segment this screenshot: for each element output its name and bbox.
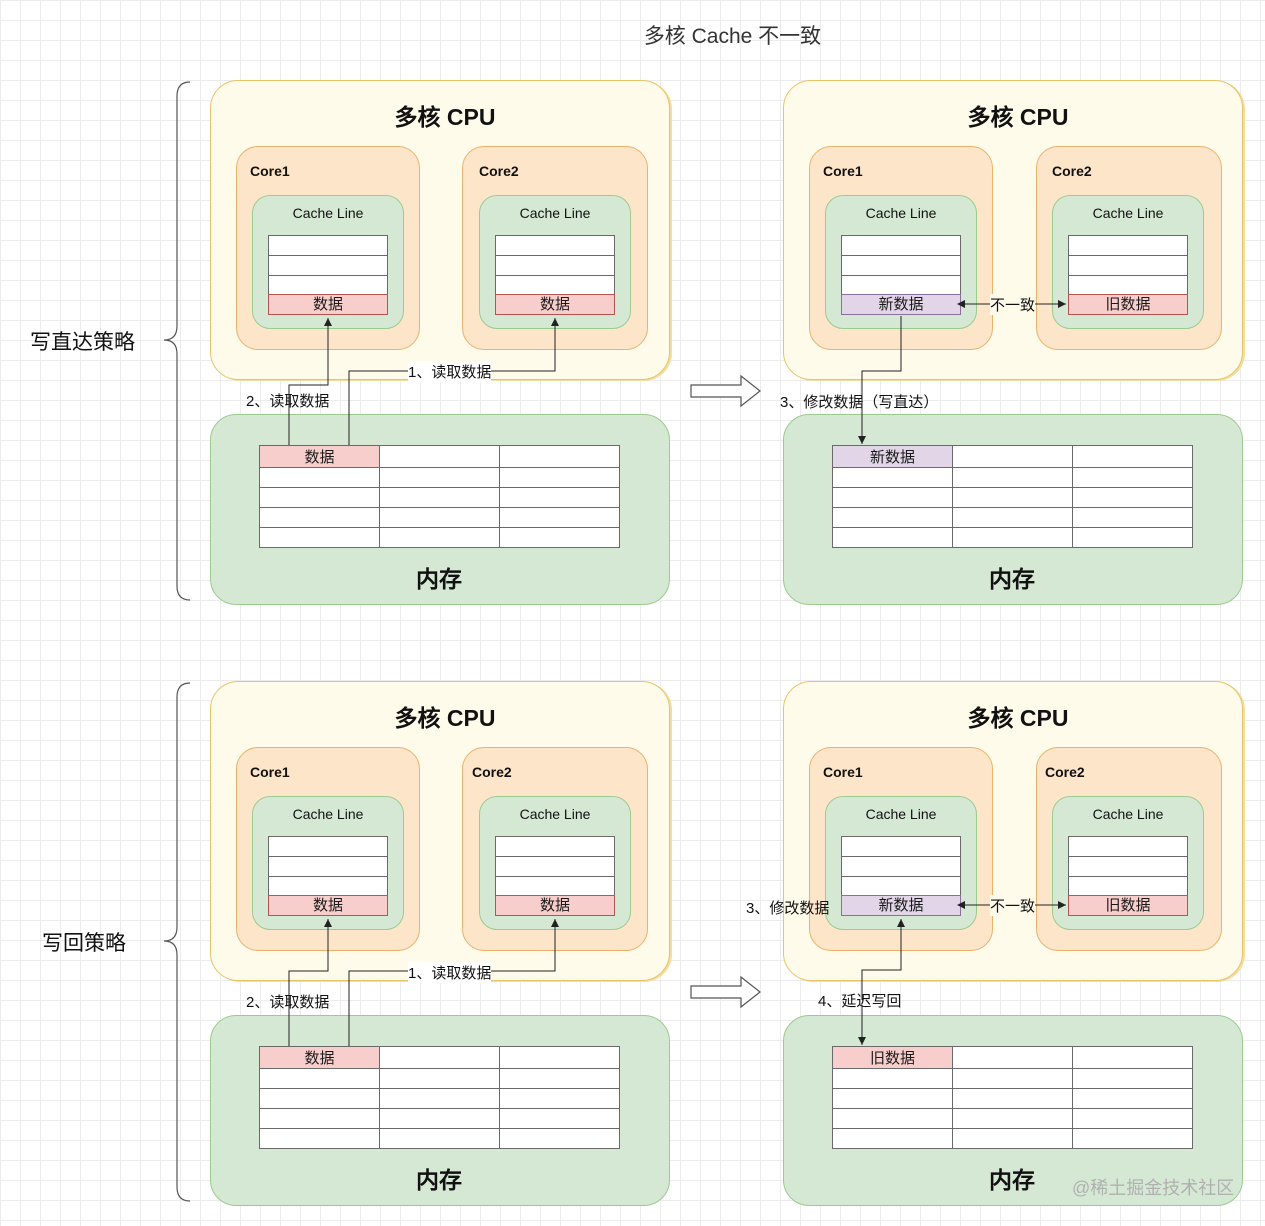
cache-line-label: Cache Line: [865, 806, 937, 822]
inconsistent-label-overlay: 不一致: [990, 294, 1036, 315]
modify-note: 3、修改数据（写直达）: [780, 394, 939, 411]
read-note-1-overlay: 1、读取数据: [408, 361, 492, 382]
write-through-arrow: [858, 316, 902, 444]
core1-label: Core1: [823, 764, 863, 780]
diagram-title: 多核 Cache 不一致: [643, 25, 822, 48]
cpu-title: 多核 CPU: [967, 104, 1069, 130]
read-arrow-2: [288, 318, 332, 445]
core2-label: Core2: [472, 764, 512, 780]
read-note-2: 2、读取数据: [246, 994, 330, 1011]
modify-arrow: [861, 919, 905, 1000]
transition-arrow-icon: [690, 374, 761, 408]
cache-line-label: Cache Line: [1092, 205, 1164, 221]
inconsistent-label-overlay: 不一致: [990, 895, 1036, 916]
memory-table: 数据: [259, 445, 620, 548]
cache-line-label: Cache Line: [865, 205, 937, 221]
writeback-note: 4、延迟写回: [818, 993, 902, 1010]
core1-label: Core1: [250, 163, 290, 179]
cache-old-data-cell: 旧数据: [1068, 294, 1188, 315]
transition-arrow-icon: [690, 975, 761, 1009]
memory-data-cell: 数据: [259, 445, 380, 468]
core2-label: Core2: [479, 163, 519, 179]
read-note-2: 2、读取数据: [246, 393, 330, 410]
cache-new-data-cell: 新数据: [841, 294, 961, 315]
strategy-label-write-back: 写回策略: [42, 932, 126, 955]
cache-data-cell: 数据: [268, 294, 388, 315]
cache-line-label: Cache Line: [519, 806, 591, 822]
brace-write-back: [163, 682, 191, 1202]
cache-line-label: Cache Line: [519, 205, 591, 221]
memory-title: 内存: [416, 1167, 462, 1193]
memory-title: 内存: [416, 566, 462, 592]
cache-line-label: Cache Line: [1092, 806, 1164, 822]
core1-label: Core1: [250, 764, 290, 780]
memory-title: 内存: [989, 1167, 1035, 1193]
cache-data-cell: 数据: [495, 895, 615, 916]
modify-note: 3、修改数据: [746, 900, 830, 917]
memory-table: 旧数据: [832, 1046, 1193, 1149]
strategy-label-write-through: 写直达策略: [30, 331, 135, 354]
brace-write-through: [163, 81, 191, 601]
cpu-title: 多核 CPU: [394, 705, 496, 731]
read-note-1-overlay: 1、读取数据: [408, 962, 492, 983]
memory-title: 内存: [989, 566, 1035, 592]
core1-label: Core1: [823, 163, 863, 179]
read-arrow-2: [288, 919, 332, 1046]
memory-table: 数据: [259, 1046, 620, 1149]
core2-label: Core2: [1052, 163, 1092, 179]
watermark: @稀土掘金技术社区: [1072, 1178, 1235, 1198]
cpu-title: 多核 CPU: [967, 705, 1069, 731]
cache-new-data-cell: 新数据: [841, 895, 961, 916]
core2-label: Core2: [1045, 764, 1085, 780]
cache-data-cell: 数据: [268, 895, 388, 916]
cache-data-cell: 数据: [495, 294, 615, 315]
cache-line-label: Cache Line: [292, 205, 364, 221]
cache-old-data-cell: 旧数据: [1068, 895, 1188, 916]
cache-line-label: Cache Line: [292, 806, 364, 822]
cpu-title: 多核 CPU: [394, 104, 496, 130]
memory-table: 新数据: [832, 445, 1193, 548]
